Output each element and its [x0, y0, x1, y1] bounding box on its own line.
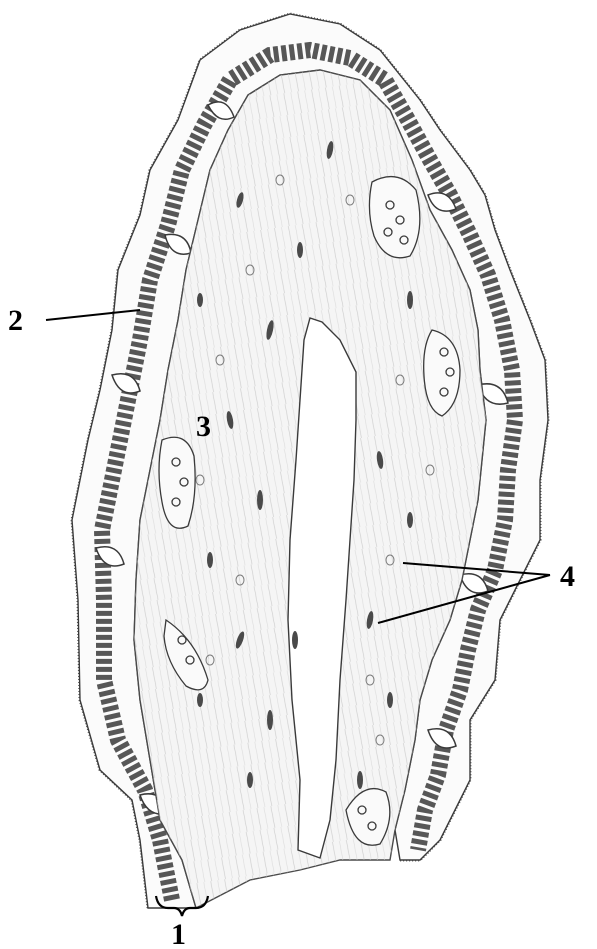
label-3: 3: [196, 410, 211, 443]
label-1: 1: [171, 918, 186, 949]
label-2: 2: [8, 304, 23, 337]
label-4: 4: [560, 560, 575, 593]
